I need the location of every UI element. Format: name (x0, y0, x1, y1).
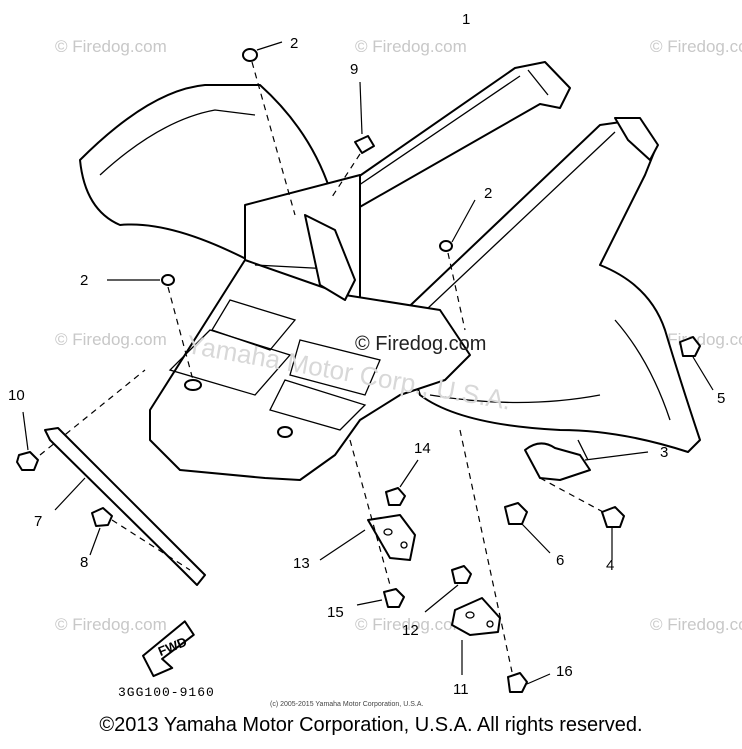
callout-15: 15 (327, 604, 344, 621)
callout-16: 16 (556, 663, 573, 680)
part-13-bracket (319, 439, 416, 586)
part-5-clip (679, 336, 714, 391)
center-tray (149, 214, 471, 481)
callout-12: 12 (402, 622, 419, 639)
part-code: 3GG100-9160 (118, 685, 215, 700)
part-16-nut (507, 672, 551, 693)
part-2-screw-left (107, 274, 194, 381)
callout-11: 11 (453, 681, 469, 698)
callout-8: 8 (80, 554, 88, 571)
part-11-bracket (451, 429, 513, 675)
fine-print: (c) 2005-2015 Yamaha Motor Corporation, … (270, 701, 423, 708)
callout-2-left: 2 (80, 272, 88, 289)
callout-labels: 1 2 2 2 3 4 5 6 7 8 9 10 11 12 13 14 15 … (8, 11, 725, 698)
part-9-clip (329, 81, 375, 201)
watermark-center: © Firedog.com (355, 333, 486, 355)
watermark: © Firedog.com (355, 615, 467, 634)
watermark: © Firedog.com (55, 330, 167, 349)
callout-10: 10 (8, 387, 25, 404)
watermark: © Firedog.com (55, 37, 167, 56)
part-8-bolt (89, 507, 191, 571)
watermark: © Firedog.com (355, 37, 467, 56)
callout-6: 6 (556, 552, 564, 569)
watermark: © Firedog.com (650, 615, 742, 634)
watermark-grid: © Firedog.com © Firedog.com © Firedog.co… (55, 37, 742, 634)
callout-14: 14 (414, 440, 431, 457)
copyright-footer: ©2013 Yamaha Motor Corporation, U.S.A. A… (99, 714, 643, 736)
part-14-bolt (385, 459, 419, 506)
callout-4: 4 (606, 557, 614, 574)
callout-2-right: 2 (484, 185, 492, 202)
watermark: © Firedog.com (55, 615, 167, 634)
part-4-bolt (539, 477, 625, 560)
watermark: © Firedog.com (650, 37, 742, 56)
callout-13: 13 (293, 555, 310, 572)
callout-2-top: 2 (290, 35, 298, 52)
callout-3: 3 (660, 444, 668, 461)
callout-1: 1 (462, 11, 470, 28)
right-fender (394, 117, 701, 453)
callout-9: 9 (350, 61, 358, 78)
part-2-screw-right (439, 199, 476, 331)
callout-5: 5 (717, 390, 725, 407)
fwd-label: FWD (156, 634, 189, 659)
part-1-bracket (334, 61, 571, 209)
part-12-bolt (424, 565, 472, 613)
part-6-nut (504, 502, 551, 554)
part-2-screw-top (242, 41, 296, 216)
callout-7: 7 (34, 513, 42, 530)
part-15-nut (356, 588, 405, 608)
part-3-bracket (524, 439, 649, 481)
part-7-stay (44, 427, 206, 586)
